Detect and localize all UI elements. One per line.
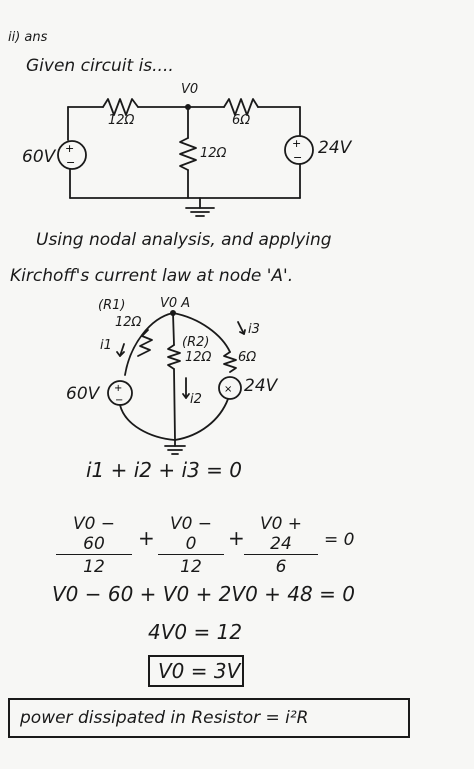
c2-src-right: 24V <box>244 376 278 396</box>
svg-text:−: − <box>66 156 75 169</box>
svg-text:+: + <box>292 137 301 150</box>
c2-i2: i2 <box>190 392 202 407</box>
c1-src-left: 60V <box>22 147 56 167</box>
answer-value: V0 = 3V <box>158 659 241 683</box>
c1-r-right: 6Ω <box>232 113 251 128</box>
c2-r1-tag: (R1) <box>98 298 126 313</box>
fraction-1-num: V0 − 60 <box>72 514 116 554</box>
c2-r2-val: 12Ω <box>185 350 212 365</box>
text-line-2: Kirchoff's current law at node 'A'. <box>10 266 294 286</box>
c2-src-left: 60V <box>66 384 100 404</box>
answer-tag: ii) ans <box>8 30 48 45</box>
c1-node-label: V0 <box>181 82 199 97</box>
fraction-2-den: 12 <box>158 554 224 577</box>
svg-text:−: − <box>115 395 123 406</box>
svg-text:−: − <box>293 151 302 164</box>
eq-expand: V0 − 60 + V0 + 2V0 + 48 = 0 <box>52 582 355 606</box>
c2-r2-tag: (R2) <box>182 335 210 350</box>
fraction-1: V0 − 60 12 <box>56 514 132 577</box>
c1-src-right: 24V <box>318 138 352 158</box>
fraction-3-num: V0 + 24 <box>259 514 303 554</box>
voltage-source-left <box>57 140 87 170</box>
c1-r-mid: 12Ω <box>200 146 227 161</box>
c2-i3: i3 <box>248 322 260 337</box>
given-text: Given circuit is.... <box>26 56 174 76</box>
svg-text:+: + <box>65 142 74 155</box>
power-box: power dissipated in Resistor = i²R <box>8 698 410 738</box>
answer-box: V0 = 3V <box>148 655 244 687</box>
eq-kcl: i1 + i2 + i3 = 0 <box>86 458 242 482</box>
c2-node-label: V0 A <box>160 296 191 311</box>
eq-zero: = 0 <box>324 530 355 550</box>
c2-i1: i1 <box>100 338 112 353</box>
eq-simplify: 4V0 = 12 <box>148 620 243 644</box>
fraction-2-num: V0 − 0 <box>169 514 213 554</box>
text-line-1: Using nodal analysis, and applying <box>36 230 332 250</box>
fraction-1-den: 12 <box>56 554 132 577</box>
power-text: power dissipated in Resistor = i²R <box>20 708 309 728</box>
plus-1: + <box>138 526 155 550</box>
fraction-2: V0 − 0 12 <box>158 514 224 577</box>
fraction-3: V0 + 24 6 <box>244 514 318 577</box>
voltage-source-right <box>284 135 314 165</box>
svg-text:+: + <box>114 383 122 394</box>
fraction-3-den: 6 <box>244 554 318 577</box>
svg-text:×: × <box>224 384 232 395</box>
plus-2: + <box>228 526 245 550</box>
c2-r1-val: 12Ω <box>115 315 142 330</box>
c1-r-left: 12Ω <box>108 113 135 128</box>
c2-r3-val: 6Ω <box>238 350 257 365</box>
